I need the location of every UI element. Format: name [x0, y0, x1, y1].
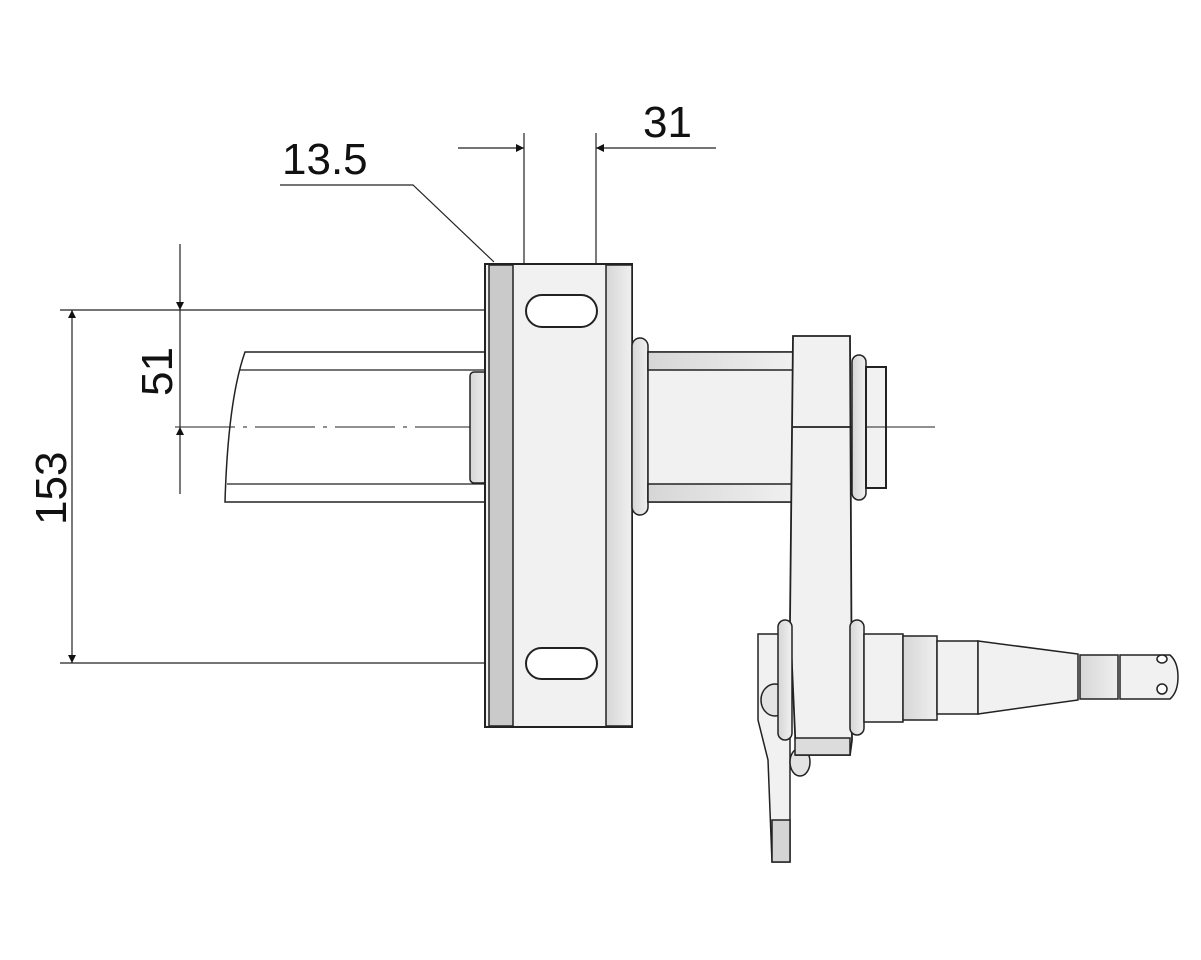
- dimension-51-label: 51: [133, 347, 182, 396]
- dimension-51: 51: [133, 244, 184, 494]
- dimension-31: 31: [458, 98, 716, 265]
- cotter-pin-hole: [1156, 654, 1168, 664]
- dimension-31-label: 31: [643, 98, 692, 147]
- dimension-13-5-label: 13.5: [282, 135, 368, 184]
- lower-slot: [525, 647, 598, 680]
- dimension-13-5: 13.5: [280, 135, 495, 263]
- swing-arm: [777, 335, 853, 756]
- spindle: [849, 619, 1179, 736]
- cotter-pin-hole: [1156, 683, 1168, 695]
- dimension-153: 153: [27, 309, 485, 664]
- dimension-153-label: 153: [27, 452, 76, 525]
- mounting-plate: [484, 263, 633, 728]
- axle-nut: [851, 354, 935, 501]
- torsion-tube: [631, 337, 794, 516]
- upper-slot: [525, 294, 598, 328]
